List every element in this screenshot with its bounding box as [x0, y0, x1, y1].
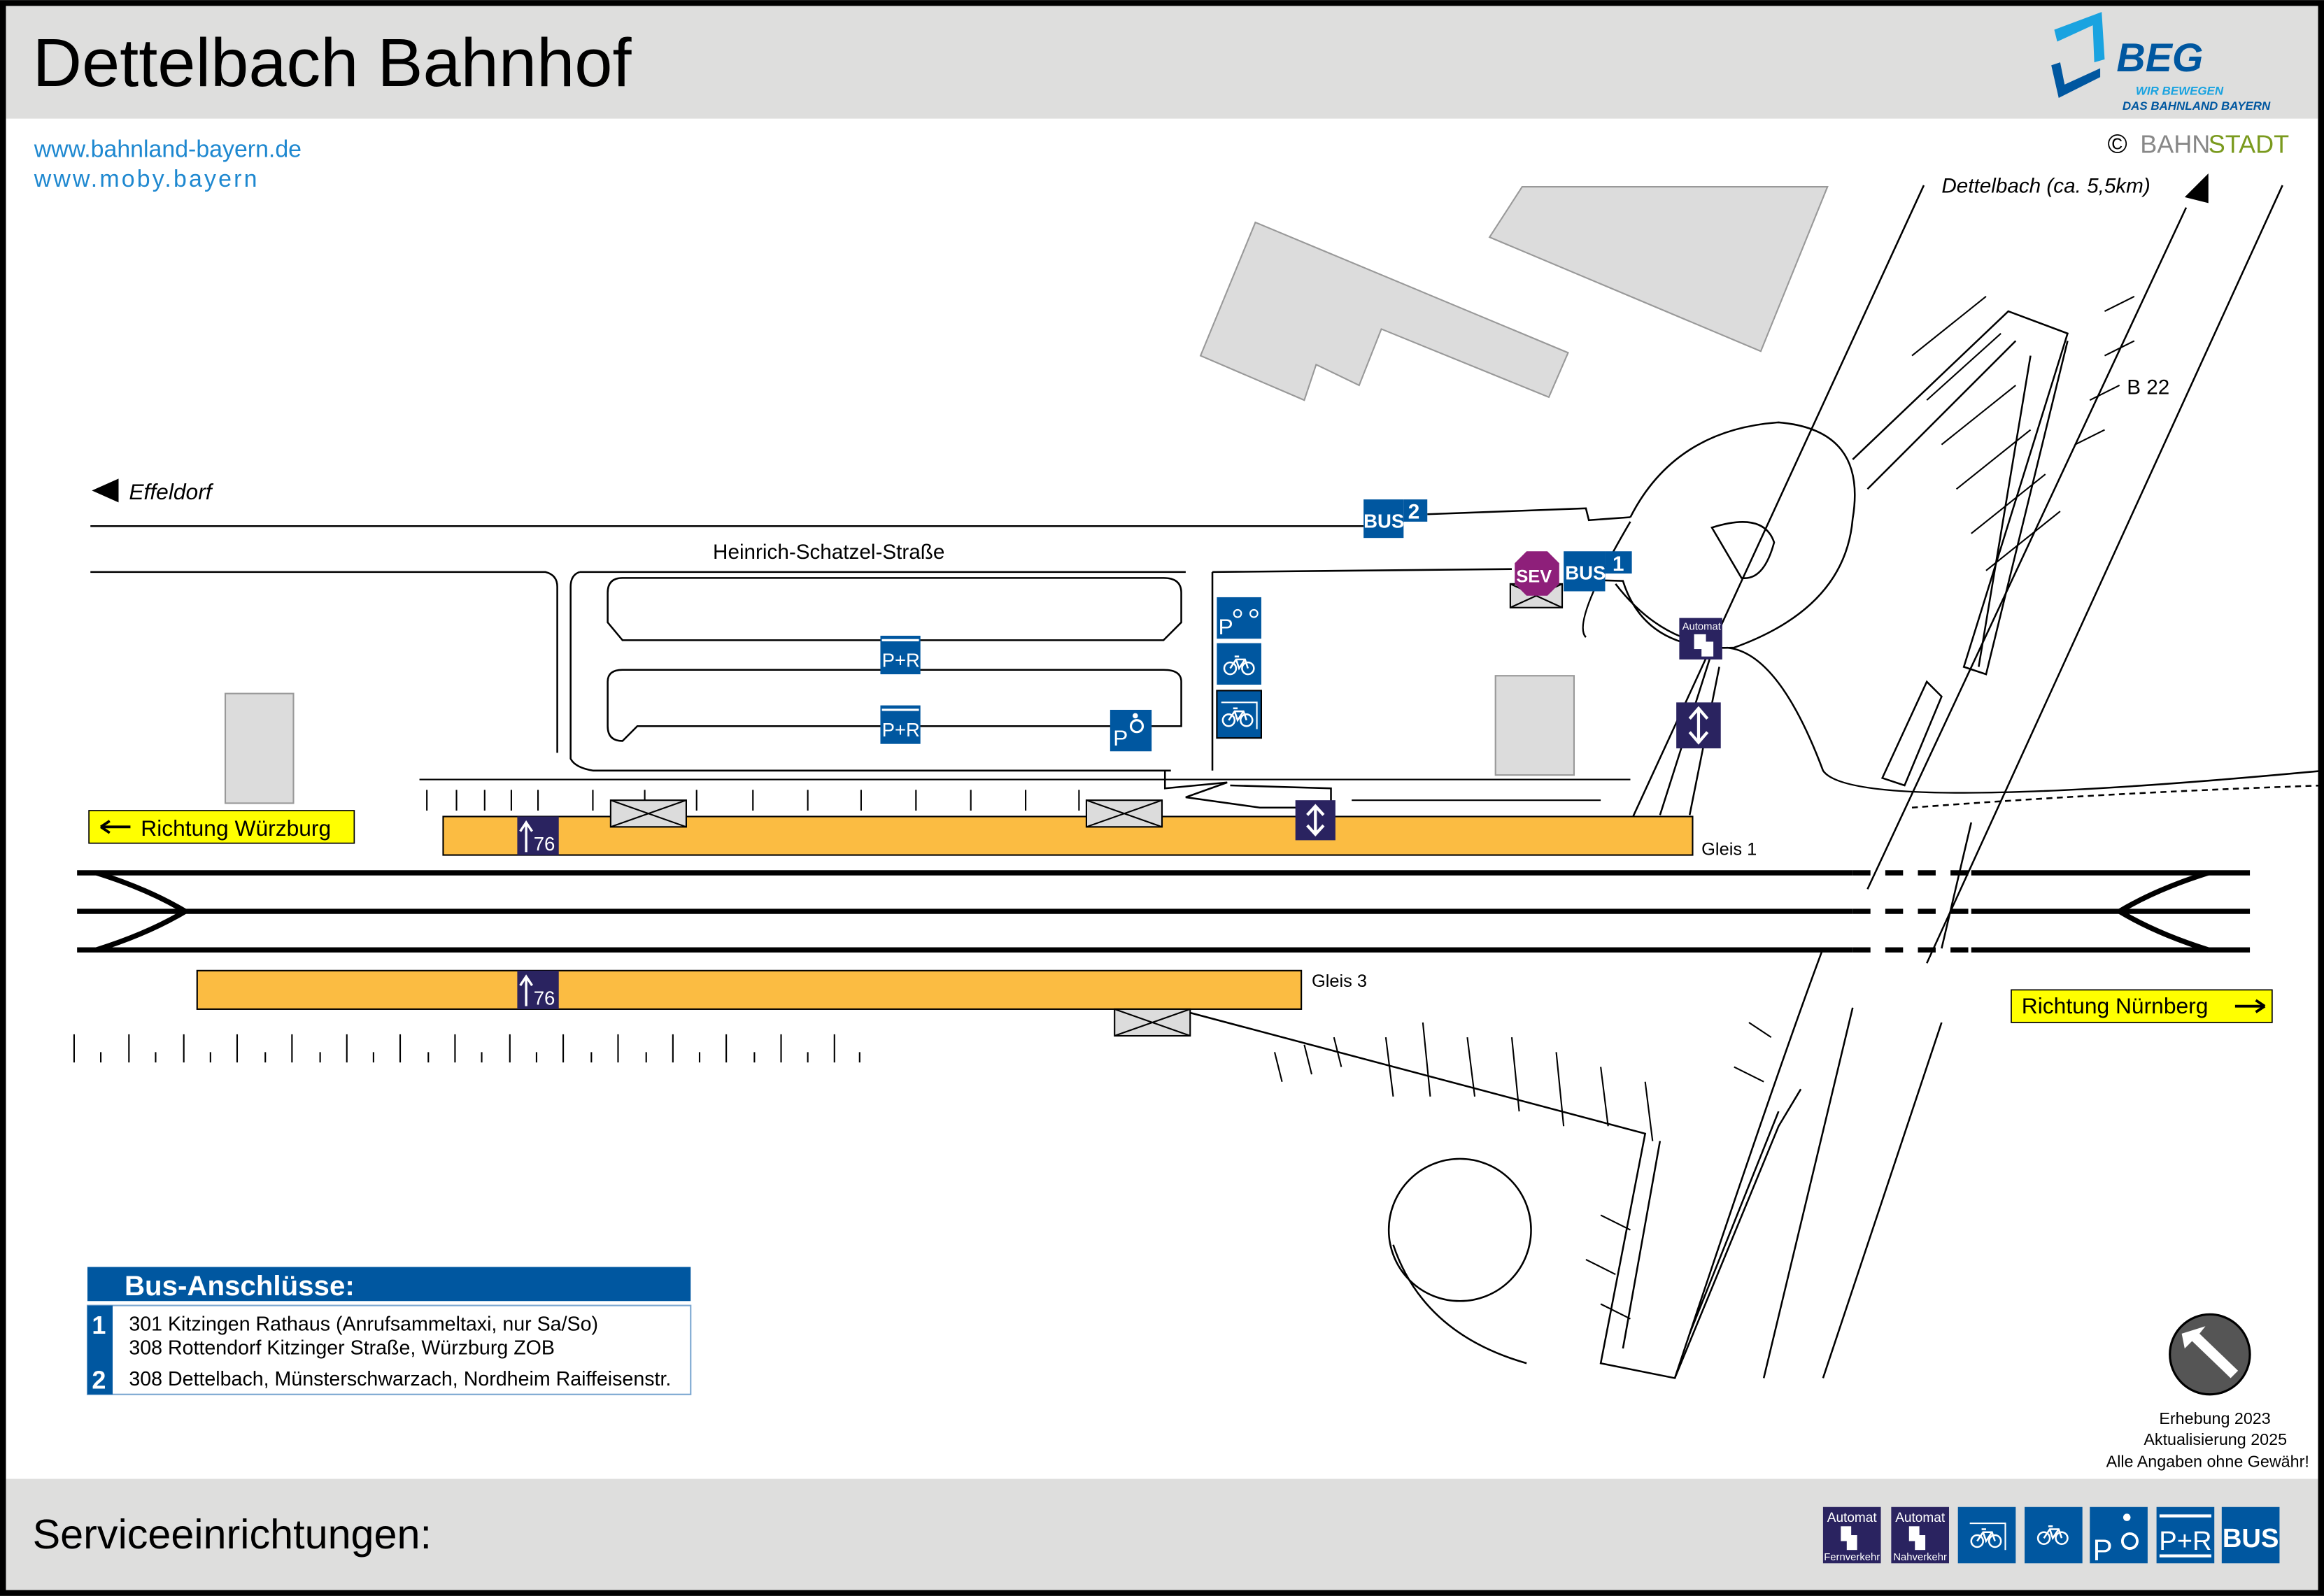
note-update: Aktualisierung 2025	[2144, 1430, 2287, 1448]
bus-line: 301 Kitzingen Rathaus (Anrufsammeltaxi, …	[129, 1313, 598, 1336]
direction-effeldorf: Effeldorf	[129, 479, 213, 504]
buildings	[224, 186, 1829, 804]
svg-text:Automat: Automat	[1895, 1511, 1946, 1525]
svg-text:Nahverkehr: Nahverkehr	[1893, 1552, 1947, 1563]
bus-line: 308 Rottendorf Kitzinger Straße, Würzbur…	[129, 1337, 555, 1360]
bus-connections-box: Bus-Anschlüsse: 1 301 Kitzingen Rathaus …	[86, 1267, 692, 1395]
motorbike-parking-sign: P	[1217, 597, 1261, 639]
svg-text:P: P	[1113, 725, 1128, 750]
legend-bike-parking-icon	[2025, 1506, 2083, 1564]
park-and-ride-sign-2: P+R	[880, 705, 921, 744]
svg-text:DAS BAHNLAND BAYERN: DAS BAHNLAND BAYERN	[2123, 99, 2271, 113]
svg-text:2: 2	[1408, 501, 1420, 524]
bus-stop-2-sign: BUS 2	[1363, 499, 1428, 539]
ticket-machine-icon: Automat	[1679, 618, 1722, 660]
roads	[90, 185, 2324, 1378]
legend-bus-icon: BUS	[2221, 1506, 2280, 1564]
svg-text:STADT: STADT	[2209, 129, 2289, 158]
svg-text:Fernverkehr: Fernverkehr	[1824, 1552, 1880, 1563]
dettelbach-arrow-icon	[2184, 173, 2209, 204]
svg-text:BUS: BUS	[2223, 1523, 2279, 1553]
bus-stop-number-2: 2	[92, 1365, 106, 1394]
platform-gleis-3	[196, 969, 1303, 1010]
direction-dettelbach: Dettelbach (ca. 5,5km)	[1941, 175, 2150, 198]
svg-text:Richtung Nürnberg: Richtung Nürnberg	[2022, 993, 2209, 1018]
svg-text:1: 1	[1613, 553, 1624, 576]
bus-stop-1-sign: SEV BUS 1	[1515, 551, 1632, 596]
gleis-1-label: Gleis 1	[1701, 840, 1757, 860]
page-title: Dettelbach Bahnhof	[33, 24, 632, 101]
link-moby-bayern[interactable]: www.moby.bayern	[34, 166, 260, 192]
svg-text:Richtung Würzburg: Richtung Würzburg	[141, 815, 331, 841]
platform-height-sign-1: 76	[517, 816, 559, 855]
footer-title: Serviceeinrichtungen:	[33, 1511, 432, 1558]
fence-marks	[73, 295, 2135, 1320]
svg-text:P: P	[1219, 614, 1233, 639]
bahnstadt-copyright: © BAHN STADT	[2108, 129, 2289, 159]
platform-shelters	[609, 583, 1564, 1037]
link-bahnland-bayern[interactable]: www.bahnland-bayern.de	[34, 136, 302, 163]
note-disclaimer: Alle Angaben ohne Gewähr!	[2106, 1453, 2309, 1471]
svg-text:P+R: P+R	[2159, 1526, 2211, 1556]
elevator-icon-bridge	[1676, 702, 1721, 749]
gleis-3-label: Gleis 3	[1312, 971, 1367, 991]
road-b22: B 22	[2127, 376, 2169, 399]
svg-text:BUS: BUS	[1363, 510, 1404, 532]
effeldorf-arrow-icon	[92, 478, 119, 503]
park-and-ride-lot	[607, 577, 1332, 809]
header-band	[6, 6, 2318, 119]
svg-text:SEV: SEV	[1516, 567, 1552, 587]
street-name: Heinrich-Schatzel-Straße	[713, 541, 944, 564]
svg-text:BEG: BEG	[2116, 36, 2203, 80]
svg-text:P: P	[2092, 1534, 2112, 1567]
svg-text:P+R: P+R	[882, 650, 920, 671]
svg-text:Automat: Automat	[1827, 1511, 1878, 1525]
svg-text:BAHN: BAHN	[2140, 129, 2210, 158]
platform-height-sign-3: 76	[517, 970, 559, 1009]
legend-ticket-machine-regional-icon: Automat Nahverkehr	[1891, 1506, 1949, 1564]
svg-text:76: 76	[534, 988, 555, 1009]
bike-parking-sign	[1217, 643, 1261, 685]
legend-covered-bike-parking-icon	[1957, 1506, 2016, 1564]
legend-park-and-ride-icon: P+R	[2156, 1506, 2215, 1564]
bus-stop-number-1: 1	[92, 1311, 106, 1339]
svg-text:WIR BEWEGEN: WIR BEWEGEN	[2136, 85, 2224, 98]
svg-text:Automat: Automat	[1682, 622, 1722, 633]
north-arrow-icon	[2169, 1313, 2251, 1396]
svg-text:76: 76	[534, 833, 555, 855]
svg-text:©: ©	[2108, 129, 2127, 159]
park-and-ride-sign-1: P+R	[880, 636, 921, 675]
bus-connections-title: Bus-Anschlüsse:	[125, 1270, 355, 1302]
disabled-parking-sign: P	[1110, 709, 1152, 752]
elevator-icon	[1295, 800, 1335, 841]
beg-logo: BEG WIR BEWEGEN DAS BAHNLAND BAYERN	[2051, 12, 2271, 113]
note-survey: Erhebung 2023	[2159, 1409, 2270, 1427]
richtung-wuerzburg-sign: Richtung Würzburg	[88, 810, 355, 844]
legend-disabled-parking-icon: P	[2090, 1506, 2148, 1567]
tracks	[77, 870, 2251, 953]
legend-ticket-machine-long-distance-icon: Automat Fernverkehr	[1822, 1506, 1881, 1564]
bus-line: 308 Dettelbach, Münsterschwarzach, Nordh…	[129, 1368, 671, 1390]
covered-bike-parking-sign	[1216, 690, 1263, 739]
svg-text:P+R: P+R	[882, 719, 920, 741]
svg-text:BUS: BUS	[1565, 562, 1606, 584]
richtung-nuernberg-sign: Richtung Nürnberg	[2011, 989, 2273, 1023]
